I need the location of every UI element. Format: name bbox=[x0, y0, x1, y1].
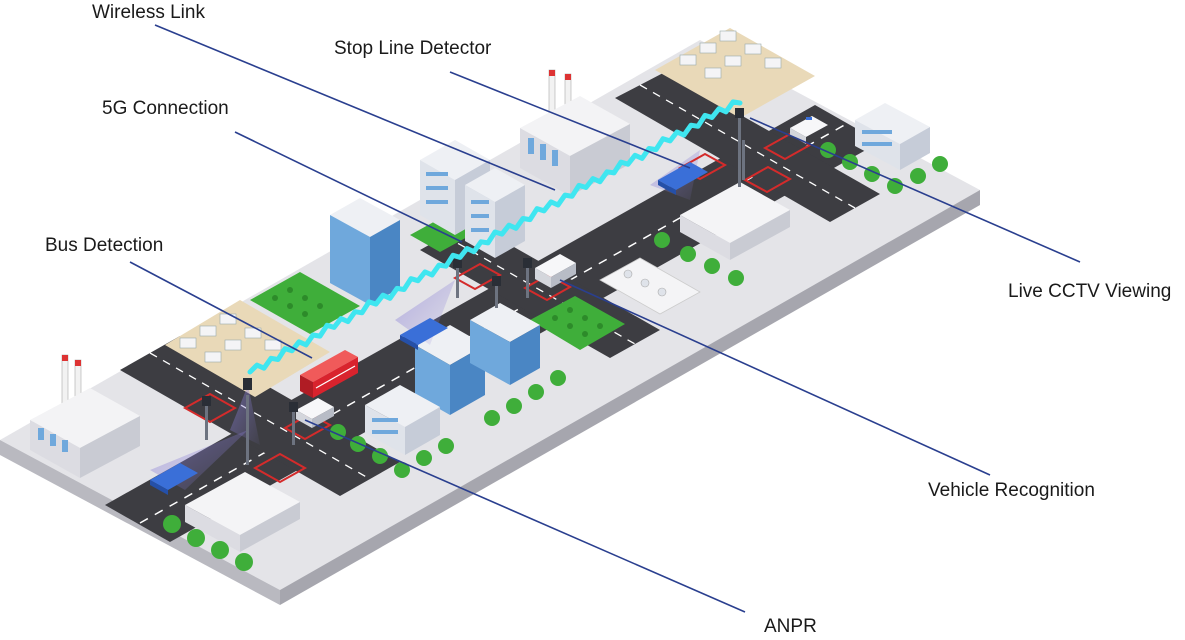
car-icon-3 bbox=[658, 162, 708, 195]
building-icon-7 bbox=[855, 103, 930, 170]
van-icon-2 bbox=[535, 254, 576, 288]
label-vehicle-recognition: Vehicle Recognition bbox=[928, 480, 1095, 501]
tree-icon bbox=[163, 142, 948, 571]
parking-lot-left bbox=[165, 300, 330, 397]
leader-stop-line-detector bbox=[449, 71, 691, 169]
wireless-link-beam bbox=[247, 99, 743, 375]
factory-icon-right bbox=[520, 69, 630, 196]
leader-live-cctv bbox=[749, 117, 1081, 263]
rooftop-units bbox=[599, 257, 701, 315]
warehouse-icon bbox=[680, 182, 790, 260]
building-icon-3 bbox=[465, 168, 525, 258]
van-icon bbox=[296, 398, 334, 428]
label-stop-line-detector: Stop Line Detector bbox=[334, 38, 492, 59]
warehouse-icon-2 bbox=[185, 472, 300, 552]
leader-vehicle-recognition bbox=[559, 279, 991, 476]
leader-lines bbox=[129, 24, 1081, 613]
traffic-signal-icon bbox=[202, 108, 745, 465]
building-icon bbox=[330, 198, 400, 305]
label-live-cctv-viewing: Live CCTV Viewing bbox=[1008, 281, 1172, 302]
leader-wireless-link bbox=[154, 24, 556, 191]
leader-5g-connection bbox=[234, 131, 463, 243]
bus-icon bbox=[300, 350, 358, 398]
factory-icon bbox=[30, 354, 140, 478]
building-icon-5 bbox=[470, 303, 540, 385]
label-bus-detection: Bus Detection bbox=[45, 235, 164, 256]
hedge-dots bbox=[272, 287, 603, 337]
car-icon bbox=[150, 463, 198, 495]
label-wireless-link: Wireless Link bbox=[92, 2, 205, 23]
leader-anpr bbox=[304, 419, 746, 613]
label-anpr: ANPR bbox=[764, 616, 817, 637]
building-icon-6 bbox=[365, 385, 440, 455]
parking-lot-right bbox=[655, 28, 815, 118]
car-icon-2 bbox=[400, 318, 448, 350]
leader-bus-detection bbox=[129, 261, 313, 359]
label-5g-connection: 5G Connection bbox=[102, 98, 229, 119]
